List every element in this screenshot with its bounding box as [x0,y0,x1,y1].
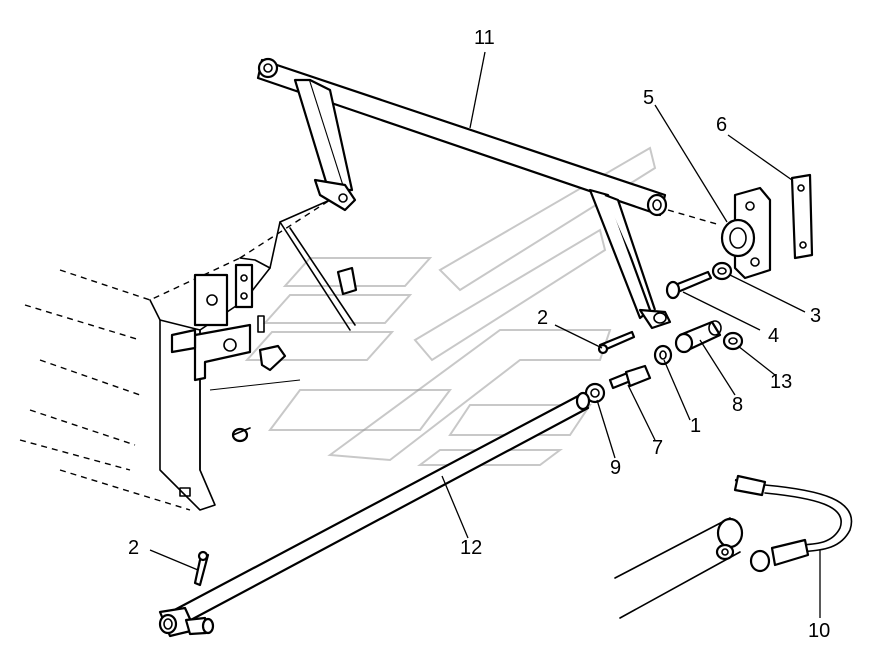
part-8-sleeve [674,320,722,354]
label-part-2-lower: 2 [128,537,139,559]
label-part-2-upper: 2 [537,307,548,329]
part-4-bolt [665,270,713,300]
label-part-10: 10 [808,620,830,642]
label-part-4: 4 [768,325,779,347]
label-part-11: 11 [474,27,495,49]
leader-lines [149,51,821,618]
label-part-12: 12 [460,537,482,559]
part-labels: 11 5 6 3 4 2 13 8 1 7 9 12 2 10 [128,27,830,642]
part-10-hose [733,474,853,573]
part-6-plate [790,173,814,260]
machine-housing [19,199,358,511]
bottom-linkage-arm [614,517,744,619]
label-part-6: 6 [716,114,727,136]
part-12-lower-rod [158,391,591,638]
part-3-nut [711,261,733,281]
label-part-3: 3 [810,305,821,327]
part-7-threaded-stud [608,364,652,390]
label-part-9: 9 [610,457,621,479]
label-part-13: 13 [770,371,792,393]
part-2-lower-pin [193,550,210,587]
label-part-8: 8 [732,394,743,416]
part-11-upper-bar [256,57,721,330]
part-2-upper-pin [597,330,636,355]
part-1-nut [653,344,673,366]
label-part-5: 5 [643,87,654,109]
part-9-nut [584,382,606,404]
label-part-1: 1 [690,415,701,437]
part-13-washer [722,331,744,351]
label-part-7: 7 [652,437,663,459]
part-5-bearing-block [720,186,772,280]
